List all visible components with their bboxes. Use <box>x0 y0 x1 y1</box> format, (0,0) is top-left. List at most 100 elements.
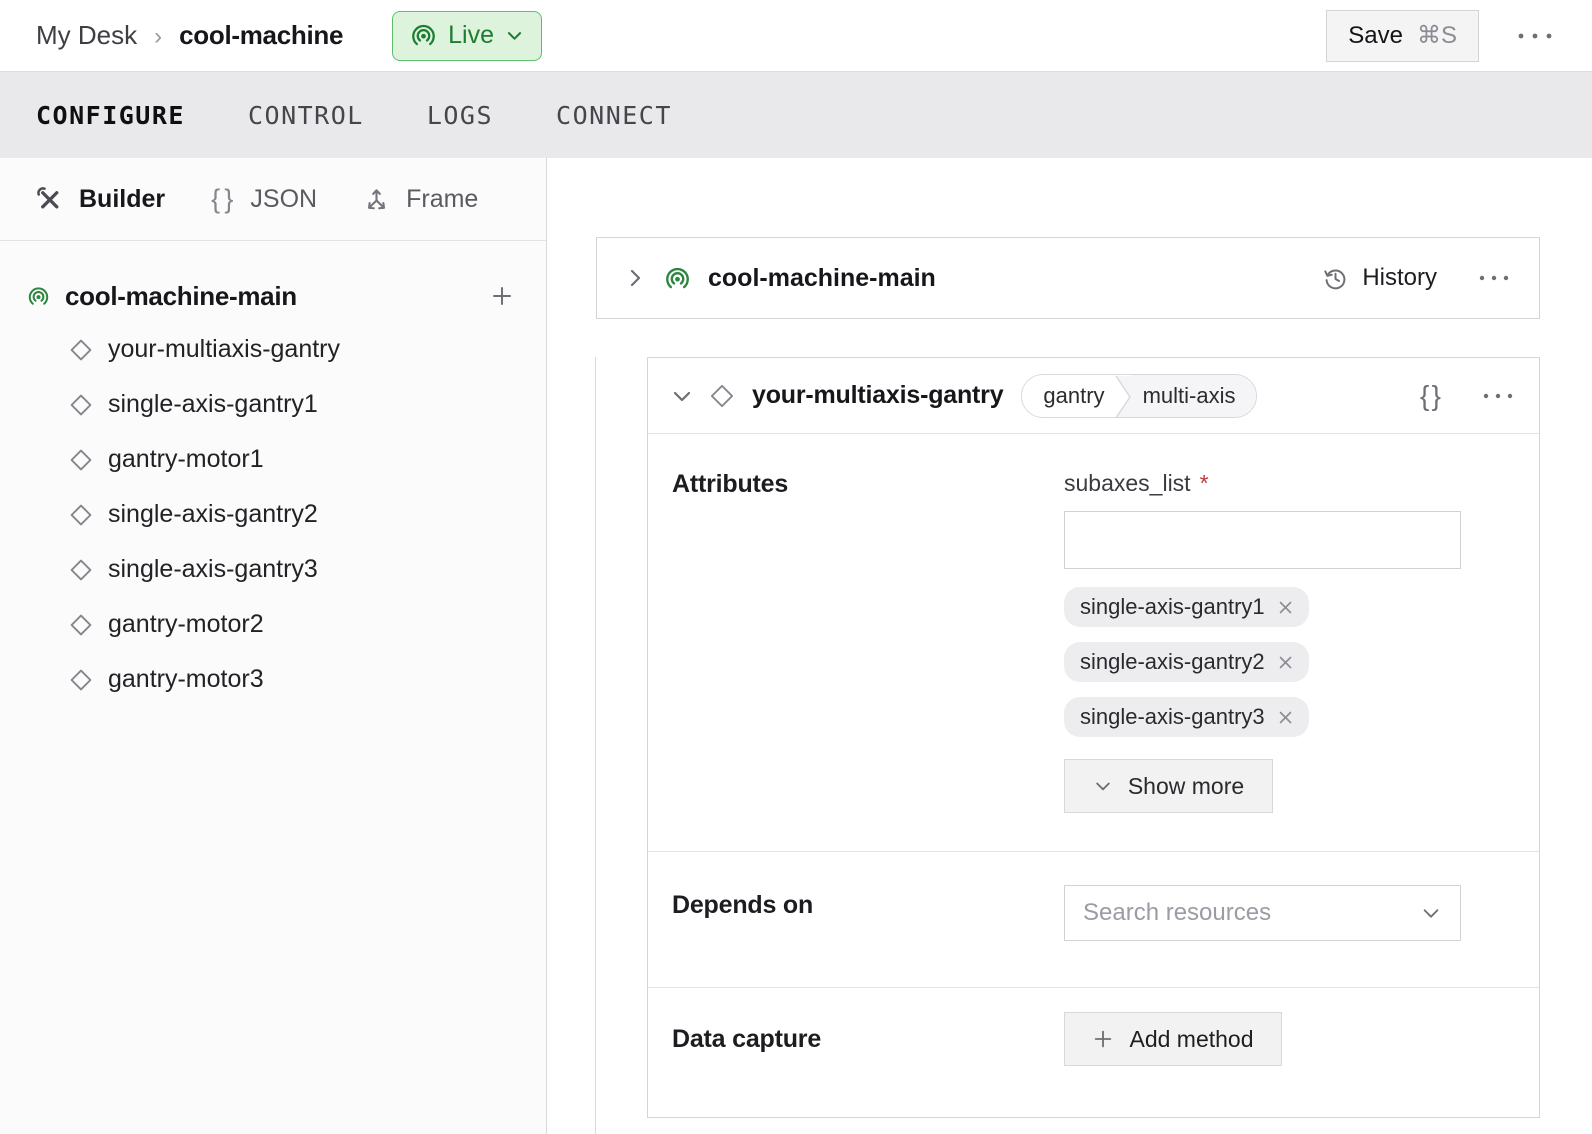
sidebar: Builder { } JSON Frame <box>0 158 547 1134</box>
chip-label: single-axis-gantry2 <box>1080 649 1265 674</box>
select-placeholder: Search resources <box>1083 899 1272 926</box>
top-bar: My Desk › cool-machine Live Save ⌘S <box>0 0 1592 71</box>
remove-chip-icon[interactable] <box>1275 652 1296 673</box>
field-name: subaxes_list <box>1064 470 1191 496</box>
tree-item-label: gantry-motor1 <box>108 445 264 473</box>
tab-configure[interactable]: CONFIGURE <box>36 100 185 130</box>
tree-item-single-axis-gantry3[interactable]: single-axis-gantry3 <box>0 542 546 597</box>
chevron-down-icon <box>1093 776 1113 796</box>
depends-on-select[interactable]: Search resources <box>1064 885 1461 941</box>
component-diamond-icon <box>68 612 94 638</box>
depends-on-label: Depends on <box>672 891 814 919</box>
config-panel: cool-machine-main History <box>547 158 1592 1134</box>
nesting-connector-line <box>595 357 596 1134</box>
attributes-section: Attributes subaxes_list * single-axis-ga… <box>648 434 1539 852</box>
view-tab-frame-label: Frame <box>406 184 479 213</box>
remove-chip-icon[interactable] <box>1275 597 1296 618</box>
braces-icon: { } <box>211 183 235 214</box>
component-diamond-icon <box>68 557 94 583</box>
topbar-actions: Save ⌘S <box>1326 9 1561 62</box>
subaxes-list-field-label: subaxes_list * <box>1064 470 1461 497</box>
plus-icon <box>1092 1028 1114 1050</box>
tag-multi-axis: multi-axis <box>1130 374 1257 417</box>
subaxis-chip: single-axis-gantry3 <box>1064 697 1309 737</box>
required-marker: * <box>1199 470 1209 496</box>
part-card-menu-button[interactable] <box>1475 267 1513 289</box>
tree-item-gantry-motor1[interactable]: gantry-motor1 <box>0 432 546 487</box>
remove-chip-icon[interactable] <box>1275 707 1296 728</box>
broadcast-icon <box>664 265 691 292</box>
tab-logs[interactable]: LOGS <box>426 100 494 130</box>
component-diamond-icon <box>68 337 94 363</box>
resource-tree: cool-machine-main your-multiaxis-gantry … <box>0 241 546 707</box>
tag-separator-icon <box>1114 375 1131 417</box>
live-label: Live <box>448 21 494 49</box>
chip-label: single-axis-gantry3 <box>1080 704 1265 729</box>
tag-gantry: gantry <box>1022 374 1115 417</box>
tree-root-label: cool-machine-main <box>65 280 297 311</box>
component-card: your-multiaxis-gantry gantry multi-axis … <box>647 357 1540 1118</box>
add-component-button[interactable] <box>486 280 518 312</box>
view-tab-builder[interactable]: Builder <box>36 185 165 214</box>
content-area: Builder { } JSON Frame <box>0 158 1592 1134</box>
component-diamond-icon <box>68 502 94 528</box>
save-button[interactable]: Save ⌘S <box>1326 9 1479 62</box>
main-tab-bar: CONFIGURE CONTROL LOGS CONNECT <box>0 71 1592 158</box>
history-button[interactable]: History <box>1322 264 1437 292</box>
frame-axes-icon <box>363 186 390 213</box>
machine-part-card: cool-machine-main History <box>596 237 1540 319</box>
attributes-fields: subaxes_list * single-axis-gantry1 singl… <box>1064 470 1461 851</box>
tree-item-single-axis-gantry2[interactable]: single-axis-gantry2 <box>0 487 546 542</box>
component-card-menu-button[interactable] <box>1479 385 1517 407</box>
broadcast-icon <box>27 285 50 308</box>
subaxis-chip: single-axis-gantry1 <box>1064 587 1309 627</box>
breadcrumb-separator-icon: › <box>154 22 163 50</box>
tree-item-label: single-axis-gantry1 <box>108 390 318 418</box>
component-diamond-icon <box>68 667 94 693</box>
chevron-down-icon <box>505 26 524 45</box>
tree-item-gantry-motor3[interactable]: gantry-motor3 <box>0 652 546 707</box>
subaxes-chip-list: single-axis-gantry1 single-axis-gantry2 … <box>1064 587 1461 737</box>
tree-item-label: your-multiaxis-gantry <box>108 335 341 363</box>
tree-item-single-axis-gantry1[interactable]: single-axis-gantry1 <box>0 377 546 432</box>
machine-part-title: cool-machine-main <box>708 263 936 292</box>
breadcrumb-my-desk[interactable]: My Desk <box>36 20 138 50</box>
view-tab-json-label: JSON <box>250 184 318 213</box>
save-label: Save <box>1348 21 1403 49</box>
tab-control[interactable]: CONTROL <box>247 100 364 130</box>
view-tab-frame[interactable]: Frame <box>363 185 478 214</box>
show-more-button[interactable]: Show more <box>1064 759 1273 813</box>
tab-connect[interactable]: CONNECT <box>556 100 672 130</box>
broadcast-icon <box>410 22 437 49</box>
depends-on-section: Depends on Search resources <box>648 852 1539 988</box>
live-status-dropdown[interactable]: Live <box>392 10 542 61</box>
tree-item-label: gantry-motor2 <box>108 610 264 638</box>
breadcrumb: My Desk › cool-machine <box>36 20 343 51</box>
tools-icon <box>36 186 63 213</box>
add-method-label: Add method <box>1129 1025 1254 1052</box>
component-diamond-icon <box>68 392 94 418</box>
edit-json-icon[interactable]: { } <box>1419 379 1441 411</box>
tree-item-your-multiaxis-gantry[interactable]: your-multiaxis-gantry <box>0 322 546 377</box>
view-tab-json[interactable]: { } JSON <box>211 184 317 215</box>
subaxes-list-input[interactable] <box>1064 511 1461 569</box>
tree-root-machine-part[interactable]: cool-machine-main <box>0 270 546 322</box>
data-capture-section: Data capture Add method <box>648 988 1539 1117</box>
breadcrumb-machine-name: cool-machine <box>179 20 344 50</box>
show-more-label: Show more <box>1127 772 1245 799</box>
chevron-down-icon[interactable] <box>670 384 694 408</box>
overflow-menu-button[interactable] <box>1509 23 1561 49</box>
chevron-right-icon[interactable] <box>623 266 647 290</box>
attributes-label: Attributes <box>672 470 789 498</box>
subaxis-chip: single-axis-gantry2 <box>1064 642 1309 682</box>
history-clock-icon <box>1322 265 1349 292</box>
component-type-tags: gantry multi-axis <box>1021 373 1258 418</box>
tree-item-gantry-motor2[interactable]: gantry-motor2 <box>0 597 546 652</box>
data-capture-label: Data capture <box>672 1025 822 1053</box>
component-diamond-icon <box>708 382 736 410</box>
add-method-button[interactable]: Add method <box>1064 1012 1282 1066</box>
component-title: your-multiaxis-gantry <box>752 381 1004 409</box>
view-tab-builder-label: Builder <box>79 184 166 213</box>
tree-item-label: single-axis-gantry2 <box>108 500 318 528</box>
